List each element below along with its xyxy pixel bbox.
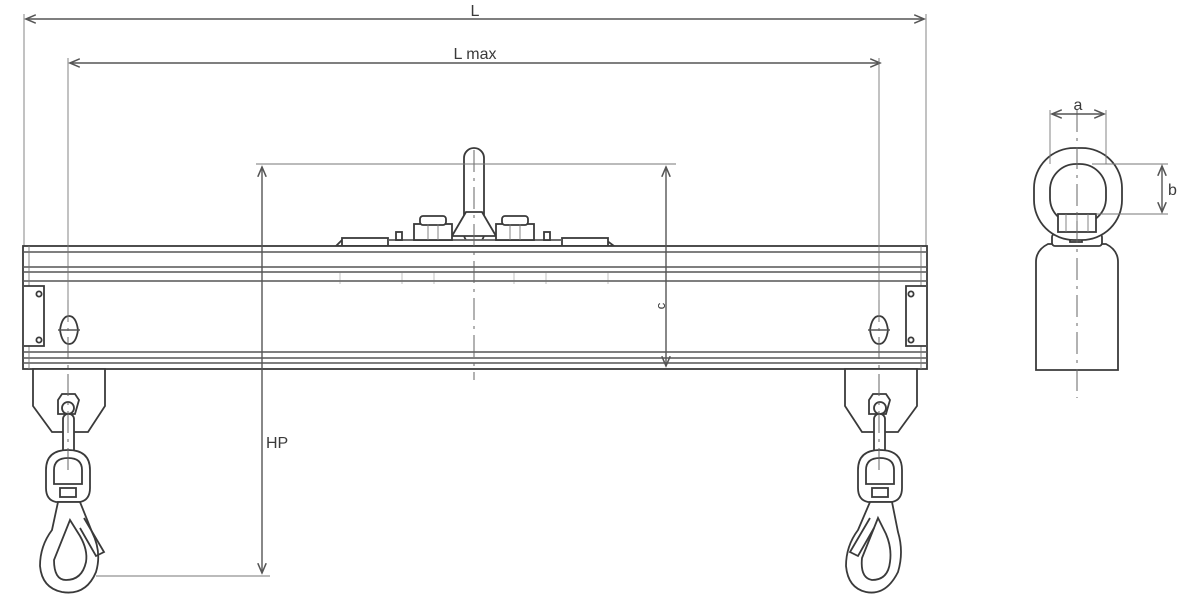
dimension-hook-height: HP xyxy=(96,163,676,577)
right-hook-assembly xyxy=(844,368,918,594)
end-bracket-right xyxy=(905,285,926,347)
label-hook-height: HP xyxy=(266,435,288,452)
label-eye-height: b xyxy=(1168,182,1177,199)
main-beam xyxy=(22,245,928,370)
dimension-eye-width: a xyxy=(1049,97,1107,164)
end-bracket-left xyxy=(24,285,45,347)
dimension-beam-height: c xyxy=(653,167,668,366)
dimension-max-length: L max xyxy=(70,46,880,63)
trolley-pin-left xyxy=(58,315,80,345)
left-hook-assembly xyxy=(32,368,106,594)
max-length-extensions xyxy=(67,58,880,322)
label-eye-width: a xyxy=(1074,97,1083,114)
label-beam-height: c xyxy=(653,302,668,309)
bolt-right xyxy=(495,215,535,241)
label-overall-length: L xyxy=(471,3,480,20)
side-view xyxy=(1033,110,1123,398)
dimension-overall-length: L xyxy=(23,3,927,246)
top-plate xyxy=(333,237,617,247)
label-max-length: L max xyxy=(454,46,497,63)
dimension-eye-height: b xyxy=(1092,163,1177,215)
small-studs xyxy=(395,231,551,241)
bolt-left xyxy=(413,215,453,241)
